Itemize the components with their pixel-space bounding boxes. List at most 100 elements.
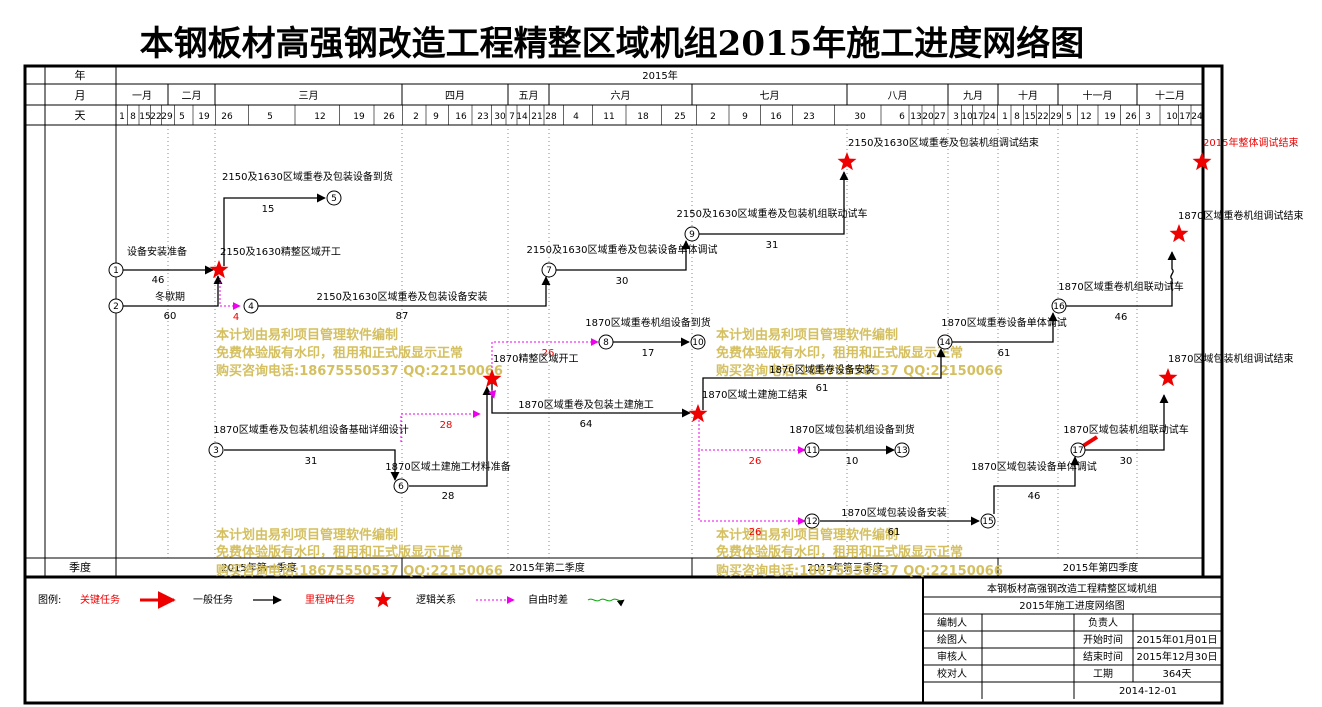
logic-m-8 <box>491 338 599 376</box>
node-2 <box>108 298 124 314</box>
watermark-line: 免费体验版有水印，租用和正式版显示正常 <box>216 544 463 560</box>
compiler-label: 编制人 <box>937 616 967 629</box>
day-tick: 26 <box>383 112 395 122</box>
free-float-value: 26 <box>749 456 762 467</box>
task-label: 1870区域土建施工材料准备 <box>385 460 510 473</box>
task-label: 2150及1630区域重卷及包装设备到货 <box>222 170 393 183</box>
chart-name: 2015年施工进度网络图 <box>1019 599 1124 612</box>
day-tick: 17 <box>972 112 983 122</box>
task-label: 1870区域土建施工结束 <box>702 388 807 401</box>
month-label: 七月 <box>760 90 780 102</box>
legend-normal-label: 一般任务 <box>193 593 233 606</box>
day-tick: 14 <box>516 112 528 122</box>
node-1 <box>108 262 124 278</box>
day-tick: 23 <box>477 112 488 122</box>
task-label: 1870区域重卷机组设备到货 <box>585 316 710 329</box>
day-tick: 3 <box>1145 112 1151 122</box>
task-label: 1870区域重卷及包装土建施工 <box>518 398 653 411</box>
period-value: 364天 <box>1162 669 1191 680</box>
month-label: 十月 <box>1018 89 1038 102</box>
task-duration: 46 <box>1115 312 1128 323</box>
day-tick: 30 <box>494 112 506 122</box>
day-tick: 16 <box>770 112 782 122</box>
task-duration: 31 <box>305 456 318 467</box>
watermark-line: 免费体验版有水印，租用和正式版显示正常 <box>216 345 463 361</box>
quarter-label: 2015年第四季度 <box>1063 561 1138 574</box>
date-value: 2014-12-01 <box>1119 686 1177 697</box>
page-title: 本钢板材高强钢改造工程精整区域机组2015年施工进度网络图 <box>140 24 1085 64</box>
month-label: 九月 <box>963 90 983 102</box>
milestones <box>209 152 1212 423</box>
node-7 <box>541 262 557 278</box>
node-label: 1 <box>113 266 119 276</box>
day-tick: 23 <box>803 112 814 122</box>
title-block <box>922 577 1222 703</box>
watermark-line: 本计划由易利项目管理软件编制 <box>716 327 898 343</box>
task-label: 冬歇期 <box>155 290 185 303</box>
milestone-star-icon <box>1169 224 1189 243</box>
day-tick: 3 <box>953 112 959 122</box>
node-label: 10 <box>692 338 704 348</box>
logic-m-12 <box>698 450 806 525</box>
node-label: 13 <box>896 446 907 456</box>
task-label: 2015年整体调试结束 <box>1203 136 1298 149</box>
task-label: 1870区域包装设备安装 <box>841 506 946 519</box>
node-label: 8 <box>603 338 609 348</box>
row-label-year: 年 <box>75 68 86 82</box>
month-row: 一月二月三月四月五月六月七月八月九月十月十一月十二月 <box>132 84 1204 105</box>
legend-free-float-label: 自由时差 <box>528 593 568 606</box>
month-label: 六月 <box>611 90 631 102</box>
node-11 <box>804 442 820 458</box>
day-tick: 9 <box>433 112 439 122</box>
node-14 <box>937 334 953 350</box>
arrow-4-7 <box>258 276 551 307</box>
node-4 <box>243 298 259 314</box>
row-label-quarter: 季度 <box>69 560 91 574</box>
day-tick: 11 <box>603 112 614 122</box>
legend-label: 图例: <box>38 593 61 606</box>
task-label: 2150及1630区域重卷及包装机组调试结束 <box>848 136 1039 149</box>
day-tick: 8 <box>130 112 136 122</box>
task-label: 1870区域重卷及包装机组设备基础详细设计 <box>213 423 408 436</box>
period-label: 工期 <box>1093 668 1113 680</box>
legend: 图例: 关键任务 一般任务 里程碑任务 逻辑关系 自由时差 <box>38 591 625 609</box>
task-label: 设备安装准备 <box>127 245 187 258</box>
task-duration: 61 <box>816 383 829 394</box>
task-duration: 46 <box>152 275 165 286</box>
task-duration: 10 <box>846 456 859 467</box>
arrow-2-4 <box>123 275 223 307</box>
responsible-label: 负责人 <box>1088 616 1118 629</box>
task-duration: 30 <box>1120 456 1133 467</box>
drafter-label: 绘图人 <box>937 633 967 646</box>
day-tick: 7 <box>509 112 515 122</box>
quarter-label: 2015年第一季度 <box>221 561 296 574</box>
day-tick: 19 <box>198 112 210 122</box>
arrow-7-9 <box>556 240 691 271</box>
node-label: 17 <box>1072 446 1083 456</box>
day-tick: 5 <box>1066 112 1072 122</box>
node-8 <box>598 334 614 350</box>
milestone-star-icon <box>482 369 502 388</box>
day-tick: 24 <box>1191 112 1203 122</box>
node-6 <box>393 478 409 494</box>
task-duration: 30 <box>616 276 629 287</box>
month-label: 五月 <box>519 90 539 102</box>
legend-milestone-label: 里程碑任务 <box>305 593 355 606</box>
day-tick: 16 <box>455 112 467 122</box>
reviewer-label: 审核人 <box>937 650 967 663</box>
node-label: 5 <box>331 194 337 204</box>
task-label: 1870精整区域开工 <box>493 352 578 365</box>
milestone-star-icon <box>209 260 229 279</box>
title-block-text: 本钢板材高强钢改造工程精整区域机组 2015年施工进度网络图 编制人 负责人 绘… <box>937 582 1217 697</box>
day-tick: 26 <box>1125 112 1137 122</box>
start-value: 2015年01月01日 <box>1137 633 1218 646</box>
day-tick: 24 <box>984 112 996 122</box>
day-tick: 12 <box>1080 112 1091 122</box>
node-3 <box>208 442 224 458</box>
node-label: 15 <box>982 517 993 527</box>
node-label: 2 <box>113 302 119 312</box>
legend-milestone-icon <box>374 591 392 608</box>
month-label: 十二月 <box>1155 89 1185 102</box>
